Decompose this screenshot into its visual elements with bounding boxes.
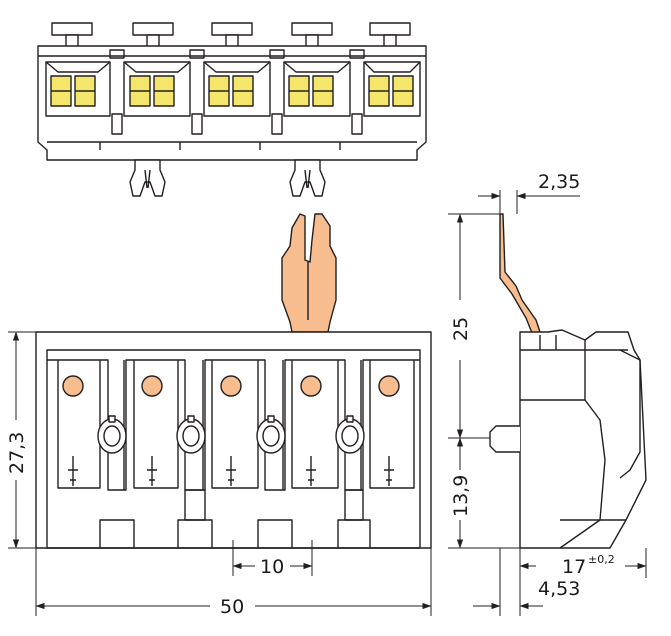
dim-2-35-label: 2,35 [538,171,580,193]
top-view-feet [129,159,326,197]
dim-4-53-label: 4,53 [538,578,580,600]
dim-27-3-label: 27,3 [6,432,28,474]
side-view [489,213,647,549]
dim-13-9-label: 13,9 [450,475,472,517]
dim-25-label: 25 [450,317,472,341]
side-view-housing [519,329,647,549]
dim-10-label: 10 [260,556,284,578]
front-view-holes [62,375,400,397]
top-view [37,22,427,197]
orange-contact-pin [281,213,337,333]
front-view-housing [35,331,432,549]
front-view-walls [47,359,420,548]
top-view-slots [45,61,421,117]
front-view-slots [68,456,394,486]
dim-50-label: 50 [220,596,244,618]
dim-17-tolerance-label: ±0,2 [588,553,615,566]
dim-17-label: 17 [562,556,586,578]
side-view-pin [499,213,541,339]
dimension-lines [8,190,647,616]
front-view [35,331,432,549]
top-view-housing [37,45,427,161]
front-view-keyholes [97,415,365,454]
